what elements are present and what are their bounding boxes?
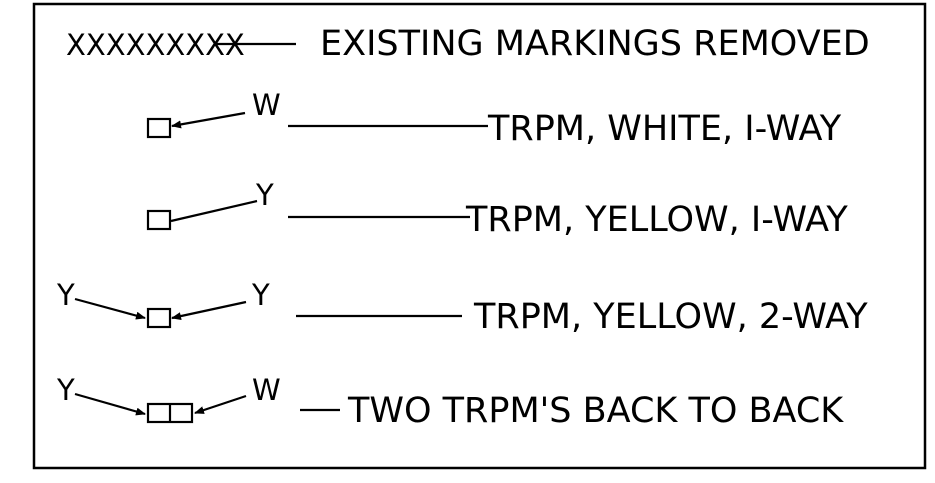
legend-border — [32, 2, 927, 470]
trpm-yellow-1way-label: TRPM, YELLOW, I-WAY — [465, 200, 848, 240]
legend-row-removed-markings: XXXXXXXXX EXISTING MARKINGS REMOVED — [66, 24, 870, 64]
arrow-to-marker-right — [171, 300, 247, 321]
trpm-marker-icon — [146, 209, 172, 231]
two-trpms-back-to-back-label: TWO TRPM'S BACK TO BACK — [347, 391, 844, 431]
legend-row-two-trpms-back-to-back: Y W TWO TRPM'S BACK TO BACK — [56, 373, 844, 431]
yellow-left-letter-label: Y — [56, 373, 75, 407]
trpm-yellow-2way-label: TRPM, YELLOW, 2-WAY — [473, 297, 868, 337]
white-right-letter-label: W — [252, 373, 281, 407]
legend-row-trpm-yellow-1way: Y TRPM, YELLOW, I-WAY — [146, 178, 848, 240]
arrow-to-marker-right — [194, 394, 247, 415]
trpm-white-1way-label: TRPM, WHITE, I-WAY — [487, 109, 842, 149]
trpm-marker-icon — [146, 117, 172, 139]
legend-row-trpm-white-1way: W TRPM, WHITE, I-WAY — [146, 88, 842, 149]
marker-line — [170, 199, 258, 223]
yellow-letter-label: Y — [255, 178, 274, 212]
removed-markings-symbol: XXXXXXXXX — [66, 28, 245, 62]
legend-row-trpm-yellow-2way: Y Y TRPM, YELLOW, 2-WAY — [56, 278, 868, 337]
yellow-left-letter-label: Y — [56, 278, 75, 312]
white-letter-label: W — [252, 88, 281, 122]
arrow-to-marker — [171, 111, 246, 129]
arrow-to-marker-left — [74, 392, 146, 416]
trpm-marker-icon — [146, 307, 172, 329]
yellow-right-letter-label: Y — [251, 278, 270, 312]
arrow-to-marker-left — [74, 297, 146, 320]
removed-markings-label: EXISTING MARKINGS REMOVED — [320, 24, 870, 64]
